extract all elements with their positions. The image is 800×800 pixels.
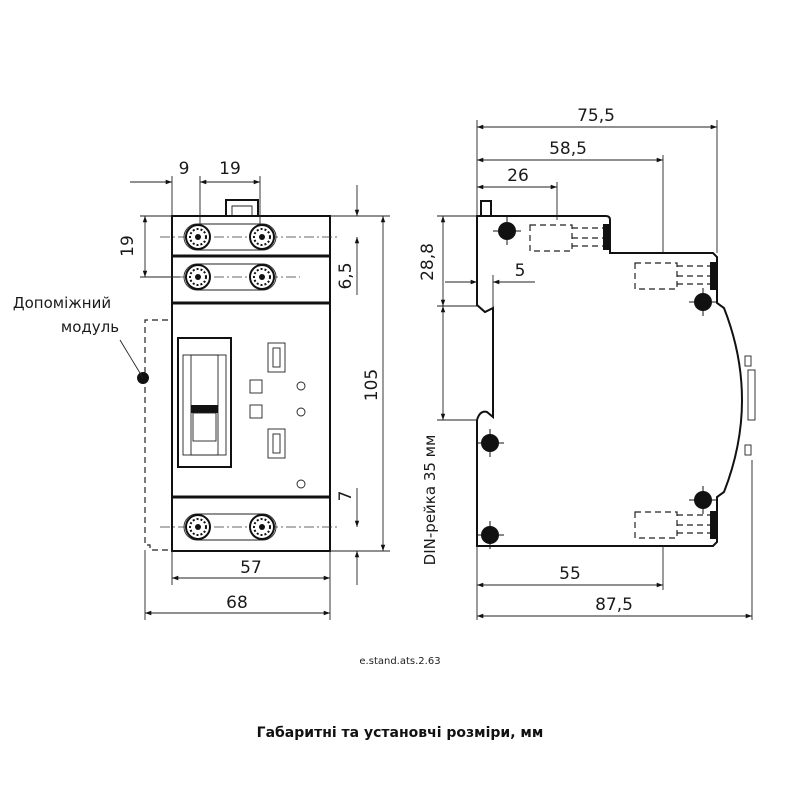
switch-lever <box>177 337 232 468</box>
indicator-panel <box>249 342 306 489</box>
top-clip <box>225 199 259 217</box>
dim-68: 68 <box>226 593 248 613</box>
din-rail-label: DIN-рейка 35 мм <box>421 435 439 566</box>
terminal-screw <box>185 264 211 290</box>
dim-55: 55 <box>559 564 581 584</box>
dim-9: 9 <box>179 159 190 179</box>
drawing-code: e.stand.ats.2.63 <box>359 656 440 667</box>
dim-26: 26 <box>507 166 529 186</box>
dim-6-5: 6,5 <box>336 262 356 289</box>
dim-58-5: 58,5 <box>549 139 587 159</box>
dim-5: 5 <box>515 261 526 281</box>
dim-87-5: 87,5 <box>595 595 633 615</box>
front-view: Допоміжний модуль 9 19 19 <box>13 159 390 620</box>
terminal-screw <box>249 264 275 290</box>
dim-7: 7 <box>336 491 356 502</box>
side-view: 75,5 58,5 26 28,8 5 DIN-рейка 35 мм 55 8… <box>418 106 756 620</box>
device-body-side <box>476 215 743 547</box>
dim-57: 57 <box>240 558 262 578</box>
terminal-screw <box>185 514 211 540</box>
dim-75-5: 75,5 <box>577 106 615 126</box>
dim-28-8: 28,8 <box>418 243 438 281</box>
aux-module-outline <box>144 319 168 551</box>
terminal-hidden <box>529 224 718 539</box>
figure-caption: Габаритні та установчі розміри, мм <box>257 725 544 741</box>
terminal-screw <box>249 224 275 250</box>
dim-105: 105 <box>362 369 382 401</box>
aux-module-label-line2: модуль <box>61 318 119 336</box>
terminal-screw <box>185 224 211 250</box>
aux-module-label-line1: Допоміжний <box>13 294 111 312</box>
terminal-screw <box>249 514 275 540</box>
dim-19-left: 19 <box>118 235 138 257</box>
dim-19-top: 19 <box>219 159 241 179</box>
